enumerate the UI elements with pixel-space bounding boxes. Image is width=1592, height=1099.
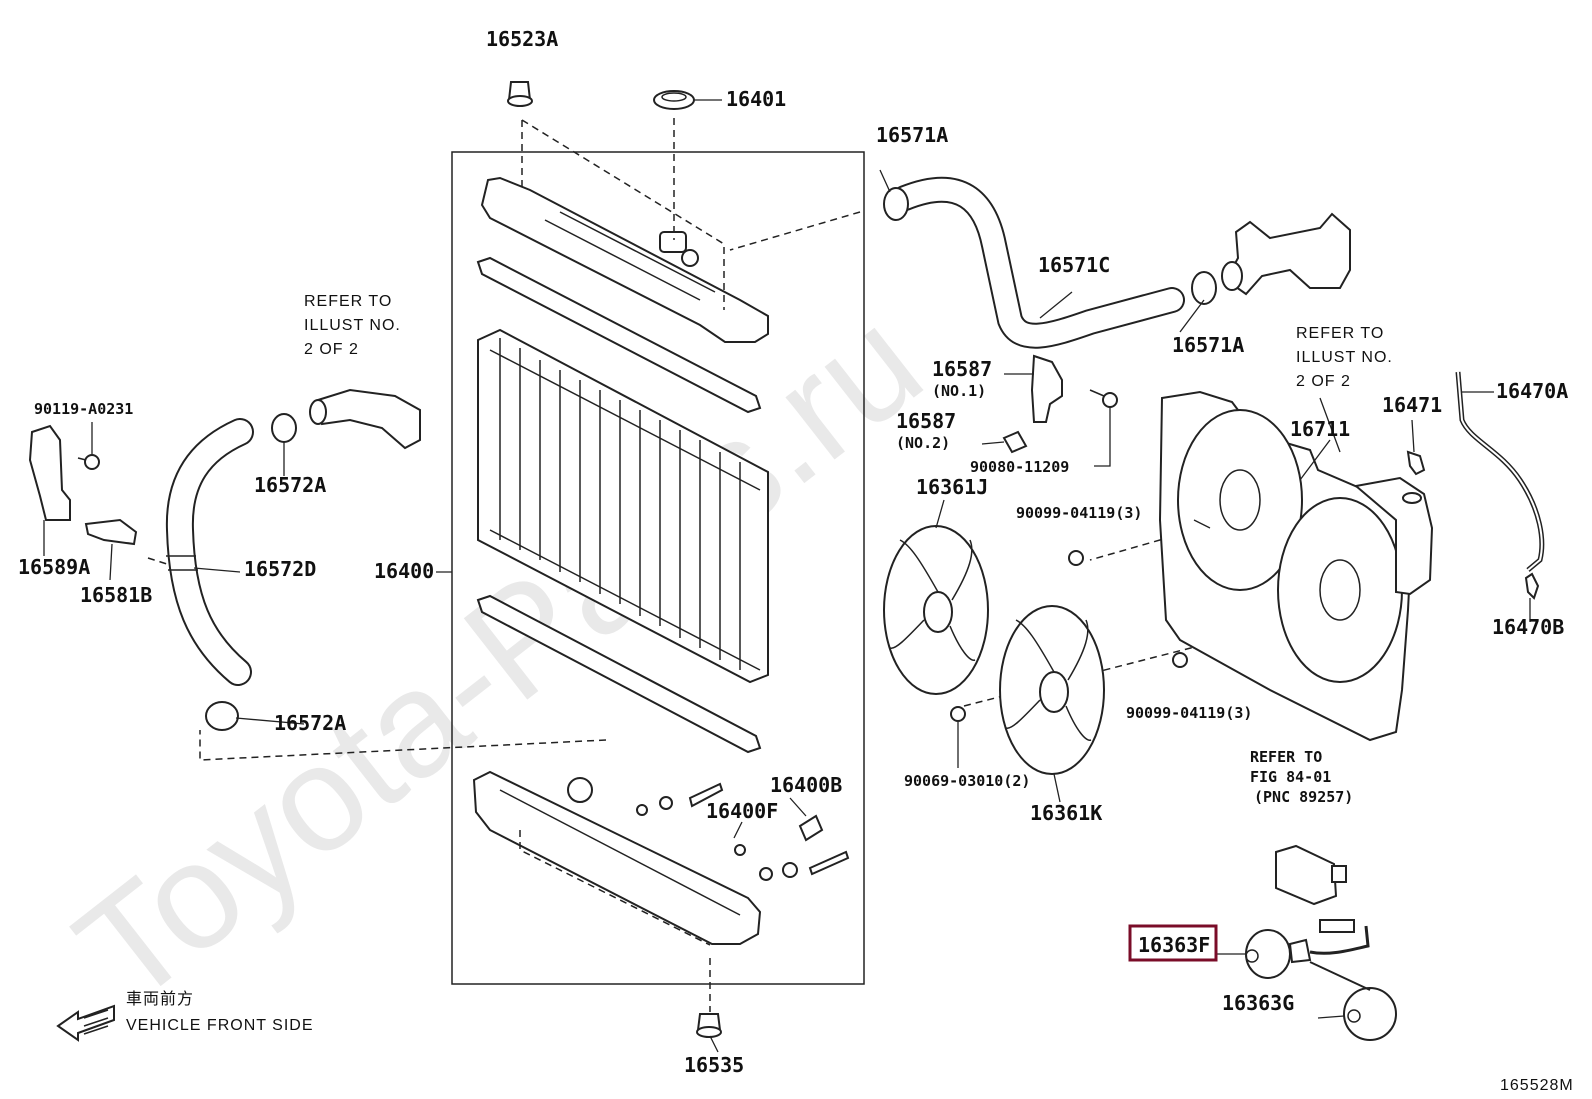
radiator-cap[interactable] [653,90,695,110]
leader-lines [43,169,1531,1053]
radiator-hose-upper[interactable] [892,176,1185,349]
hose-clip-16470b[interactable] [1524,572,1540,600]
cooling-fan-left[interactable] [883,525,989,695]
shroud-bolt-b[interactable] [1172,652,1188,668]
svg-text:FIG 84-01: FIG 84-01 [1250,768,1331,786]
radiator-gasket-upper [476,256,762,414]
fan-bracket-no2[interactable] [1002,430,1028,454]
label-16572A-bottom[interactable]: 16572A [274,711,346,735]
hose-clamp-16581b[interactable] [84,518,138,546]
svg-text:2 OF 2: 2 OF 2 [304,341,359,358]
hose-clamp-upper-a[interactable] [883,187,909,221]
label-16535[interactable]: 16535 [684,1053,744,1077]
note-refer-illust-left: REFER TO ILLUST NO. 2 OF 2 [304,293,401,358]
radiator-core[interactable] [477,328,769,684]
radiator-lower-tank[interactable] [472,770,762,945]
label-16400F[interactable]: 16400F [706,799,778,823]
label-16361J[interactable]: 16361J [916,475,988,499]
label-90080-11209[interactable]: 90080-11209 [970,458,1069,476]
label-16470A[interactable]: 16470A [1496,379,1568,403]
label-16572A-top[interactable]: 16572A [254,473,326,497]
label-16571A-mid[interactable]: 16571A [1172,333,1244,357]
label-16587-no1[interactable]: 16587 [932,357,992,381]
label-16363G[interactable]: 16363G [1222,991,1294,1015]
svg-text:ILLUST NO.: ILLUST NO. [1296,349,1393,366]
fan-relay-module [1275,844,1347,906]
label-16589A[interactable]: 16589A [18,555,90,579]
hose-clamp-left-bottom[interactable] [205,701,239,731]
drain-cock-parts[interactable] [636,782,850,881]
label-90069-03010[interactable]: 90069-03010(2) [904,772,1030,790]
label-16587-no2[interactable]: 16587 [896,409,956,433]
label-16572D[interactable]: 16572D [244,557,316,581]
drain-plug-top[interactable] [507,81,533,107]
hose-clamp-left-top[interactable] [271,413,297,443]
svg-text:REFER TO: REFER TO [1296,325,1384,342]
cooling-fan-right[interactable] [999,605,1105,775]
label-16470B[interactable]: 16470B [1492,615,1564,639]
fan-motor-16363f[interactable] [1245,919,1370,979]
svg-text:REFER TO: REFER TO [1250,748,1322,766]
radiator-upper-tank[interactable] [480,176,769,343]
label-16361K[interactable]: 16361K [1030,801,1102,825]
label-16587-no1-sub: (NO.1) [932,382,986,400]
label-90099-b[interactable]: 90099-04119(3) [1126,704,1252,722]
bolt-90080[interactable] [1089,389,1118,408]
assembly-guide-lines [147,118,1321,1012]
fan-bracket-no1[interactable] [1030,354,1063,423]
fan-nut-90069[interactable] [950,706,966,722]
hose-clamp-upper-b[interactable] [1191,271,1217,305]
note-refer-illust-right: REFER TO ILLUST NO. 2 OF 2 [1296,325,1393,390]
label-16523A[interactable]: 16523A [486,27,558,51]
vehicle-front-arrow [56,1004,115,1042]
reserve-hose-clamp[interactable] [1406,450,1426,476]
note-refer-fig: REFER TO FIG 84-01 (PNC 89257) [1250,748,1353,806]
radiator-assembly-frame [451,151,865,985]
label-16400B[interactable]: 16400B [770,773,842,797]
label-16401[interactable]: 16401 [726,87,786,111]
label-16400[interactable]: 16400 [374,559,434,583]
label-16587-no2-sub: (NO.2) [896,434,950,452]
svg-text:(PNC 89257): (PNC 89257) [1254,788,1353,806]
label-16581B[interactable]: 16581B [80,583,152,607]
label-16571A-top[interactable]: 16571A [876,123,948,147]
figure-code: 165528M [1500,1077,1574,1094]
label-16471[interactable]: 16471 [1382,393,1442,417]
fan-motor-16363g[interactable] [1309,961,1397,1041]
bolt-90119[interactable] [77,454,100,470]
radiator-hose-lower[interactable] [165,418,254,686]
shroud-bolt-a[interactable] [1068,550,1084,566]
direction-label-en: VEHICLE FRONT SIDE [126,1017,314,1034]
label-16571C[interactable]: 16571C [1038,253,1110,277]
reservoir-tank[interactable] [1353,476,1434,596]
svg-text:ILLUST NO.: ILLUST NO. [304,317,401,334]
label-90119-A0231[interactable]: 90119-A0231 [34,400,133,418]
label-16711[interactable]: 16711 [1290,417,1350,441]
drain-plug-bottom[interactable] [696,1013,722,1038]
svg-text:REFER TO: REFER TO [304,293,392,310]
fan-shroud[interactable] [1158,390,1414,742]
water-inlet-housing[interactable] [309,388,421,450]
water-outlet-housing[interactable] [1221,212,1351,296]
hose-bracket[interactable] [28,424,71,521]
label-16363F[interactable]: 16363F [1138,933,1210,957]
highlight-box [1128,924,1218,962]
svg-text:2 OF 2: 2 OF 2 [1296,373,1351,390]
label-90099-a[interactable]: 90099-04119(3) [1016,504,1142,522]
direction-label-jp: 車両前方 [126,990,194,1008]
radiator-gasket-lower [476,594,762,754]
